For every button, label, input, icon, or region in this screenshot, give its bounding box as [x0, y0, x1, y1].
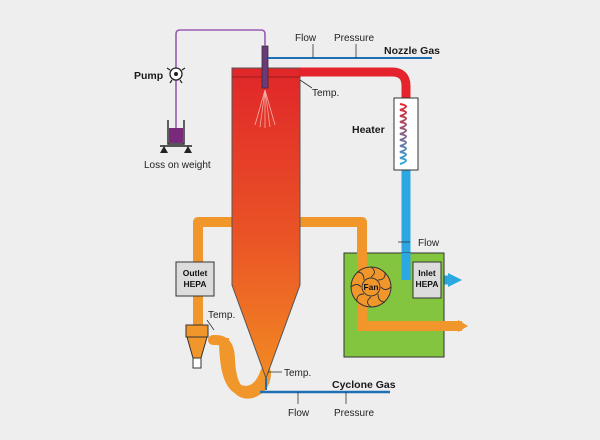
spray-cone [254, 89, 276, 128]
cyclone-collector [192, 357, 202, 369]
cyclone-flow-label: Flow [288, 408, 310, 419]
inlet-hepa-box [412, 261, 442, 299]
fan-icon [350, 266, 392, 308]
feed-line [175, 29, 266, 130]
cyclone-head [185, 324, 209, 338]
feed-beaker-icon [160, 120, 192, 153]
temp-cyclone-label: Temp. [208, 310, 235, 321]
drying-chamber [231, 67, 301, 380]
hot-air-pipe [300, 67, 411, 100]
inlet-air-arrow [448, 273, 462, 287]
atomizer-nozzle [261, 45, 269, 89]
nozzle-pressure-label: Pressure [334, 33, 374, 44]
cyclone-gas-label: Cyclone Gas [332, 379, 396, 391]
heater-box [393, 97, 419, 171]
inlet-hepa-label-1: Inlet [418, 268, 436, 278]
heater-label: Heater [352, 124, 385, 136]
outlet-hepa-box [175, 261, 215, 297]
temp-bottom-label: Temp. [284, 368, 311, 379]
inlet-hepa-label-2: HEPA [416, 279, 439, 289]
heater-coil-icon [399, 103, 407, 165]
cyclone-pressure-label: Pressure [334, 408, 374, 419]
loss-on-weight-label: Loss on weight [144, 160, 211, 171]
temp-top-leader [299, 79, 313, 89]
cyclone-return-pipe [208, 335, 271, 399]
fan-exhaust-pipe [357, 298, 462, 331]
outlet-hepa-label-1: Outlet [183, 268, 208, 278]
pump-icon [166, 67, 186, 84]
temp-top-label: Temp. [312, 88, 339, 99]
outlet-hepa-label-2: HEPA [184, 279, 207, 289]
temp-cyclone-leader [206, 319, 215, 331]
nozzle-flow-label: Flow [295, 33, 317, 44]
heater-flow-label: Flow [418, 238, 440, 249]
nozzle-gas-label: Nozzle Gas [384, 45, 440, 57]
fan-label: Fan [363, 282, 378, 292]
pump-label: Pump [134, 70, 163, 82]
